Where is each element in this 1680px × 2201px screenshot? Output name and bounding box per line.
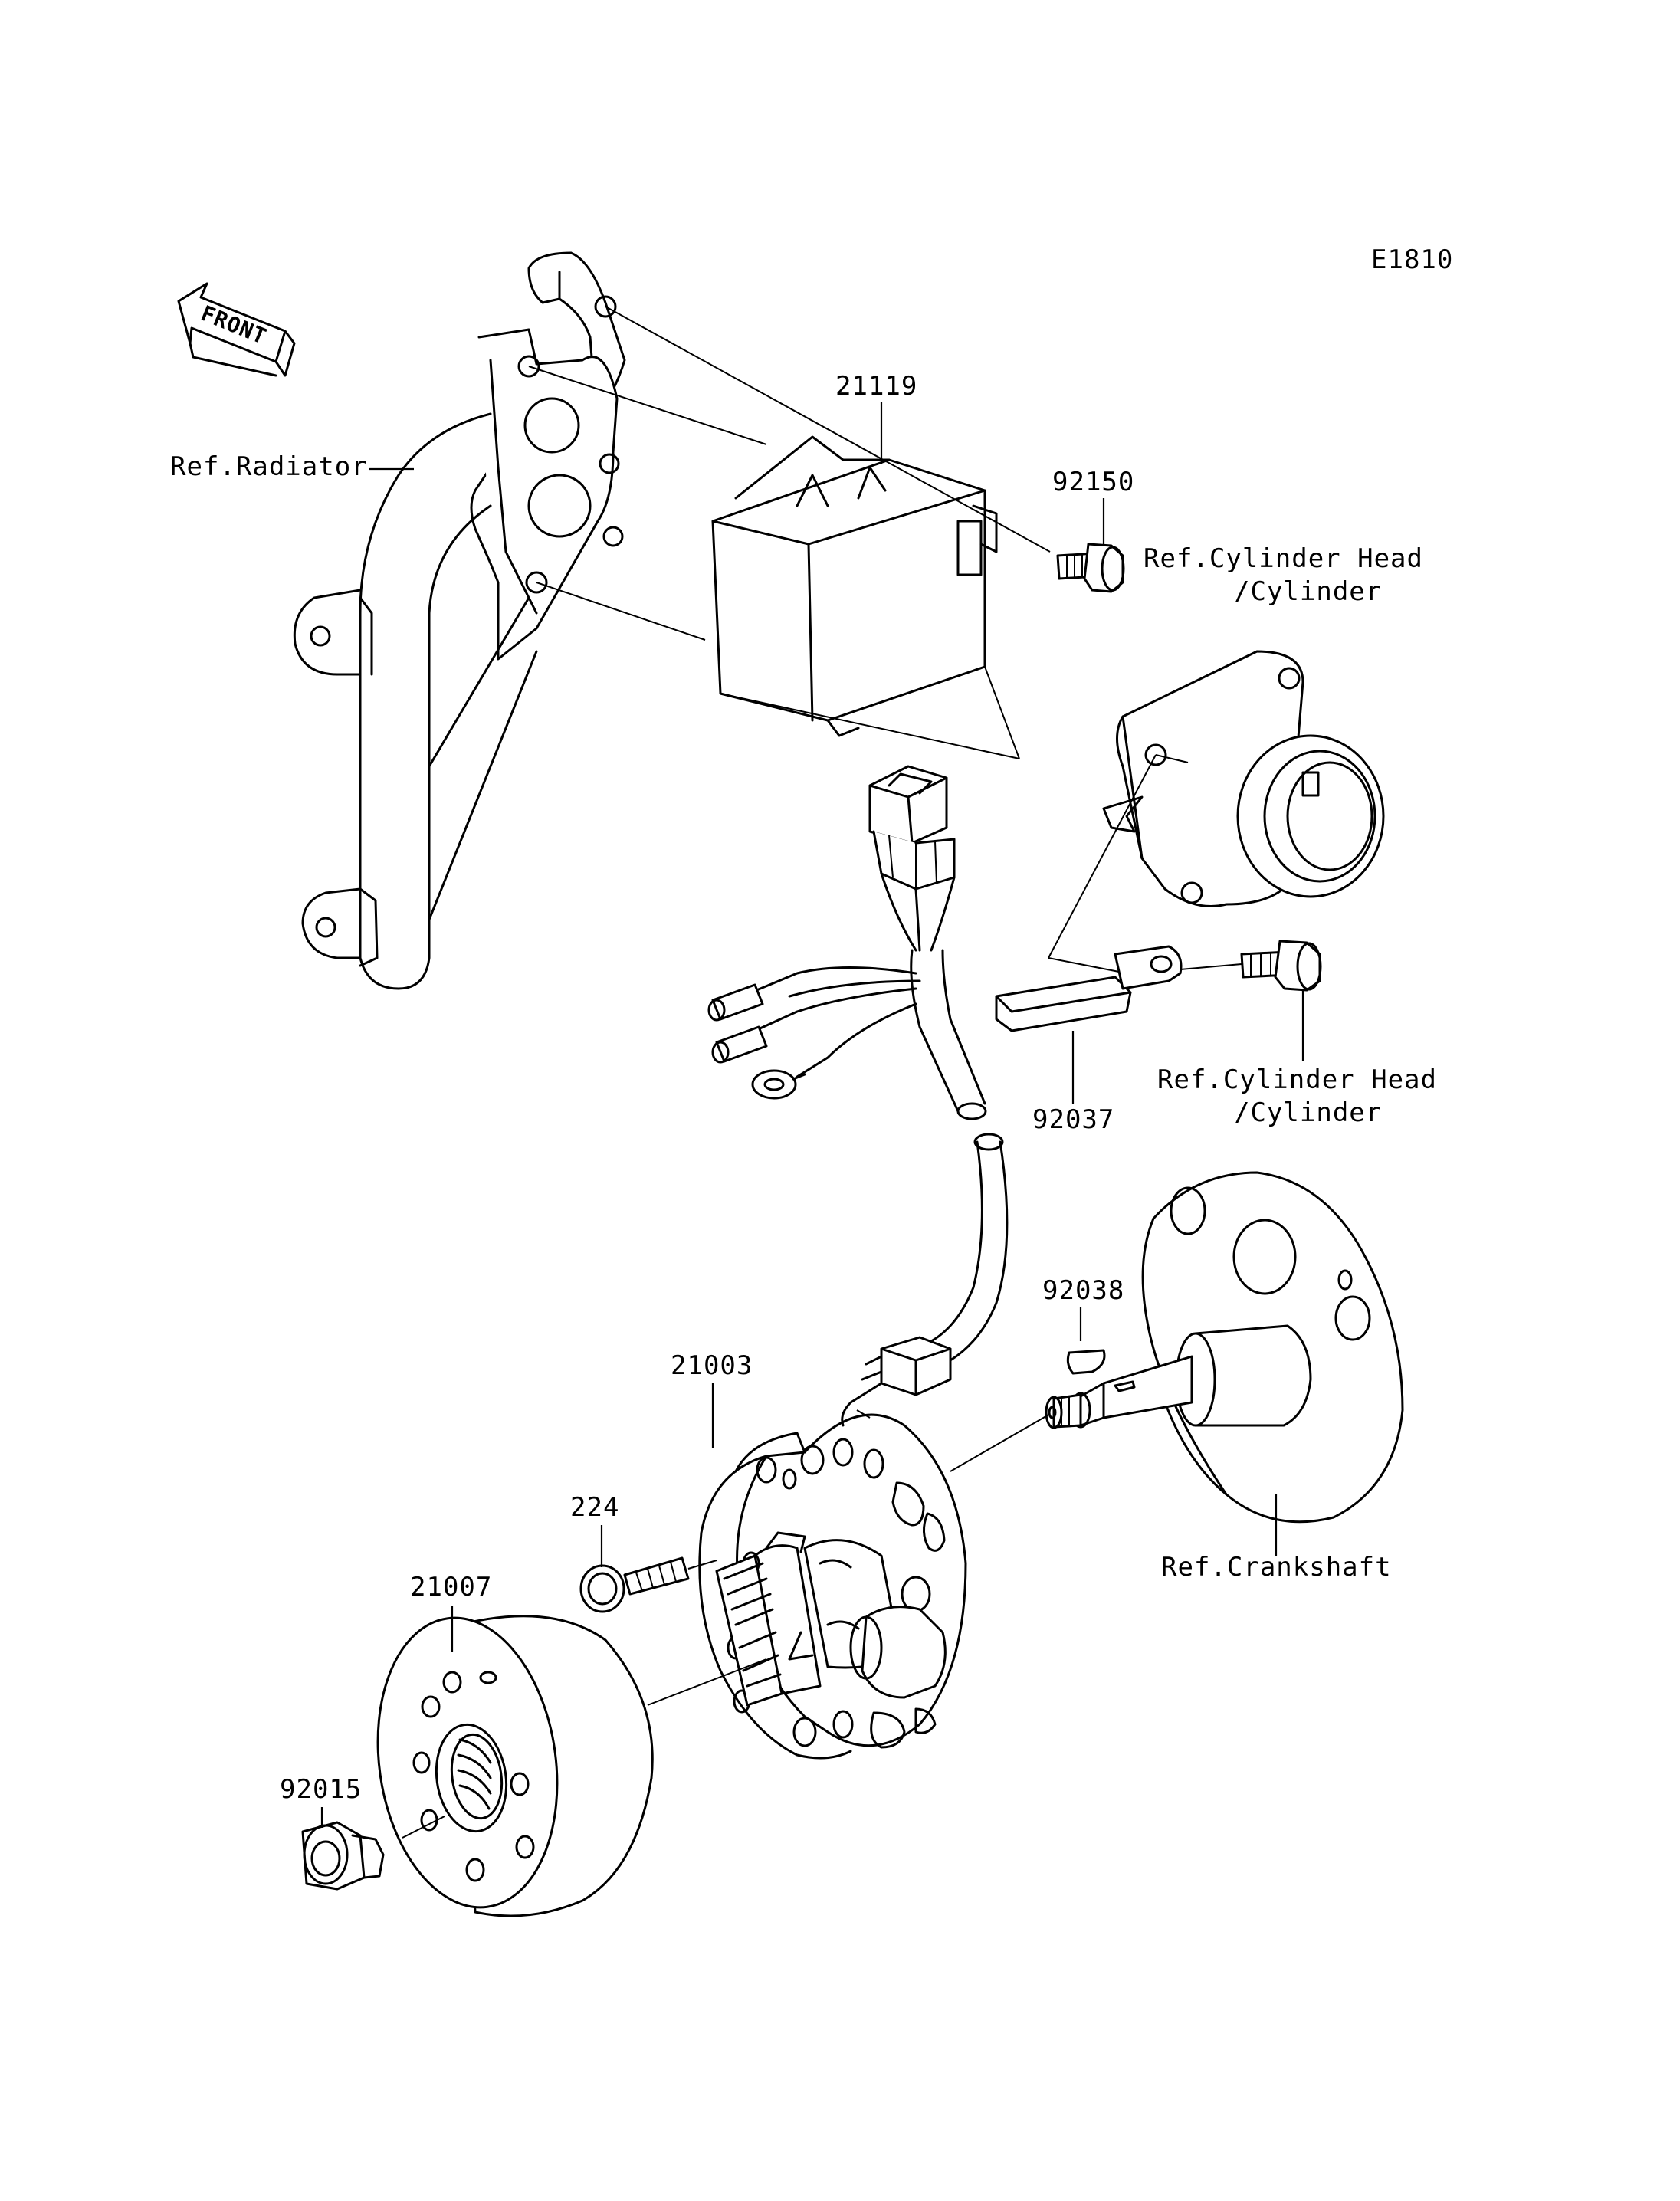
part-92038-label: 92038	[1042, 1275, 1124, 1306]
ref-cylinder-label-1: /Cylinder	[1234, 576, 1382, 607]
part-21119-label: 21119	[835, 371, 917, 402]
front-arrow-icon: FRONT	[177, 282, 296, 377]
bolt-pickup	[1240, 940, 1322, 992]
part-21003-label: 21003	[671, 1350, 753, 1381]
radiator-bracket	[293, 251, 626, 990]
ref-crankshaft-label: Ref.Crankshaft	[1161, 1552, 1392, 1583]
crankshaft	[950, 1171, 1404, 1524]
ref-cylinder-head-label-2: Ref.Cylinder Head	[1157, 1064, 1437, 1095]
flywheel	[376, 1615, 767, 1917]
cylinder-part	[1102, 650, 1385, 907]
woodruff-key	[1066, 1349, 1106, 1375]
part-92037-label: 92037	[1032, 1104, 1114, 1135]
diagram-code: E1810	[1371, 244, 1453, 275]
part-21007-label: 21007	[410, 1572, 492, 1602]
pickup-plate	[995, 754, 1242, 1032]
stator-assembly	[698, 1336, 967, 1760]
ref-cylinder-label-2: /Cylinder	[1234, 1097, 1382, 1128]
nut-92015	[301, 1821, 385, 1891]
ref-radiator-label: Ref.Radiator	[170, 451, 368, 482]
bolt-92150	[1056, 543, 1125, 593]
part-92015-label: 92015	[280, 1774, 362, 1805]
part-92150-label: 92150	[1052, 467, 1134, 497]
wire-harness	[707, 765, 1009, 1362]
screw-224	[579, 1556, 717, 1613]
ignitor-unit	[711, 435, 998, 737]
part-224-label: 224	[570, 1492, 619, 1523]
ref-cylinder-head-label-1: Ref.Cylinder Head	[1144, 543, 1423, 574]
